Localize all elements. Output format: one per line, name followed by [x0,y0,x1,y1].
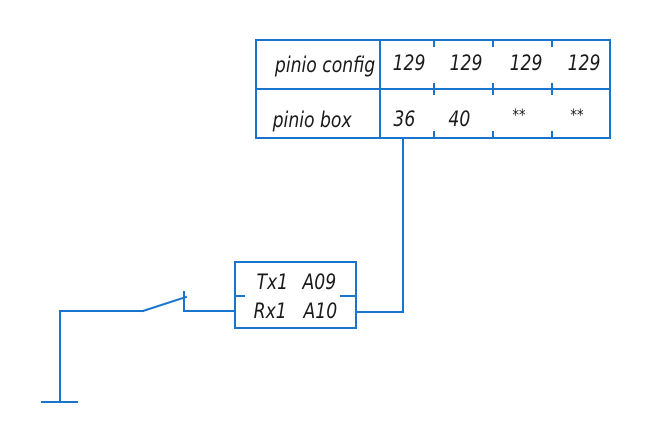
table-cell: ** [570,106,583,125]
switch-icon [59,291,236,313]
table-cell: 129 [450,50,483,75]
rx-label: Rx1 [254,298,287,323]
table-cell: 129 [510,50,543,75]
table-cell: 40 [448,106,470,131]
ground-icon [41,310,78,403]
table-cell: 36 [393,106,415,131]
table-cell: ** [512,106,525,125]
table-row-label: pinio config [274,52,375,77]
table-cell: 129 [568,50,601,75]
connector-wire [355,137,404,313]
pinio-table: pinio config 129 129 129 129 pinio box 3… [255,39,611,139]
tx-pin: A09 [301,269,336,294]
table-cell: 129 [393,50,426,75]
switch-arm [141,295,188,313]
serial-block: Tx1 A09 Rx1 A10 [234,261,357,329]
tx-label: Tx1 [256,269,288,294]
rx-pin: A10 [302,298,337,323]
table-row-label: pinio box [272,107,352,132]
